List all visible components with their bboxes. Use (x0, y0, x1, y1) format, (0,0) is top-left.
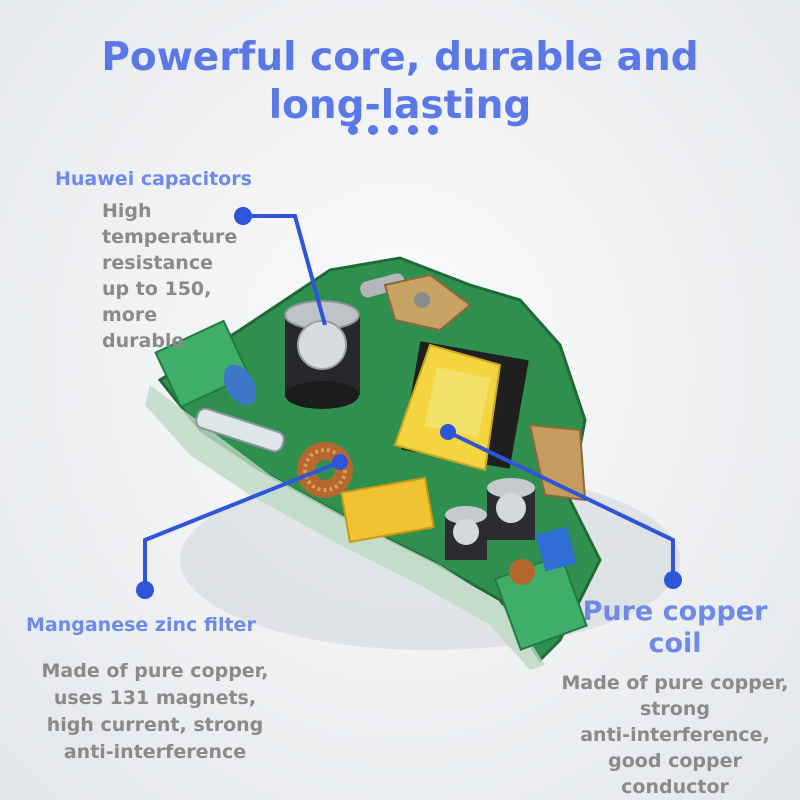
callout-filter-heading: Manganese zinc filter (26, 614, 256, 636)
callout-dot-capacitors (234, 207, 252, 225)
callout-line-filter (143, 460, 341, 590)
electrolytic-capacitor (284, 300, 360, 409)
title-line-2: long-lasting (268, 83, 532, 128)
page-title: Powerful core, durable and long-lasting (0, 34, 800, 130)
x-capacitor (340, 476, 435, 544)
callout-dot-coil (664, 571, 682, 589)
callout-filter-desc: Made of pure copper, uses 131 magnets, h… (41, 660, 269, 763)
callout-line-coil (447, 430, 675, 580)
callout-coil-heading: Pure copper coil (582, 596, 768, 659)
title-line-1: Powerful core, durable and (101, 35, 699, 80)
callout-coil-desc: Made of pure copper, strong anti-interfe… (561, 672, 789, 798)
callout-dot-filter (136, 581, 154, 599)
callout-line-capacitors (243, 214, 327, 326)
callout-lines (143, 214, 675, 590)
callout-capacitors-heading: Huawei capacitors (55, 168, 252, 190)
transformer (393, 341, 529, 472)
fuse (195, 407, 285, 453)
title-dots-decoration (348, 125, 438, 135)
callout-capacitors-desc: High temperature resistance up to 150, m… (102, 200, 238, 352)
